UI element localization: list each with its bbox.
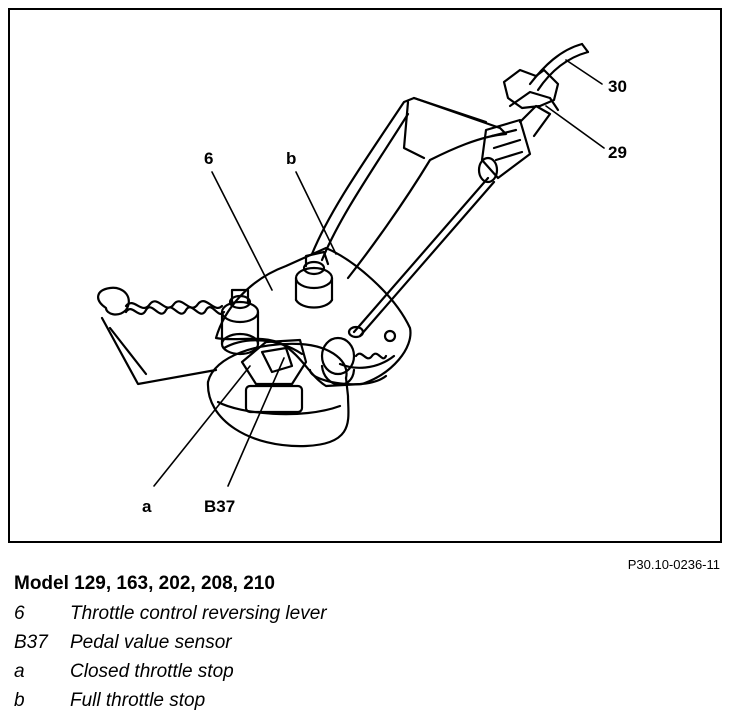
legend-text: Throttle control reversing lever	[70, 603, 327, 624]
sensor-body	[206, 376, 350, 448]
leader-29	[545, 105, 605, 149]
diagram-figure: 30 29 6 b a B37	[8, 8, 722, 543]
caption: Model 129, 163, 202, 208, 210 6 Throttle…	[14, 573, 714, 715]
callout-b: b	[286, 149, 297, 168]
legend-key: b	[14, 690, 25, 711]
legend-item: B37 Pedal value sensor	[14, 628, 714, 657]
callout-a: a	[142, 497, 152, 516]
legend-text: Full throttle stop	[70, 690, 206, 711]
full-throttle-stop-post	[294, 266, 334, 290]
small-spring	[354, 352, 388, 360]
legend-item: b Full throttle stop	[14, 686, 714, 715]
leader-a	[153, 365, 251, 487]
sensor-label-window	[244, 384, 304, 414]
legend-key: a	[14, 661, 25, 682]
return-spring	[124, 306, 226, 316]
throttle-linkage-drawing	[97, 42, 605, 487]
sensor-top-rim	[206, 342, 348, 384]
callout-B37: B37	[204, 497, 236, 516]
legend-text: Pedal value sensor	[70, 632, 232, 653]
spring-bracket	[97, 286, 130, 316]
legend-key: 6	[14, 603, 25, 624]
plate-hole	[383, 329, 397, 343]
leader-30	[565, 59, 603, 85]
leader-6	[211, 171, 273, 291]
sensor-band	[216, 400, 342, 416]
caption-title: Model 129, 163, 202, 208, 210	[14, 573, 275, 594]
leader-B37	[227, 357, 285, 487]
callout-30: 30	[608, 77, 627, 96]
cable-30	[528, 42, 584, 86]
figure-reference: P30.10-0236-11	[627, 557, 720, 572]
closed-throttle-stop-post	[320, 336, 356, 376]
upper-bracket	[310, 96, 508, 280]
connector-29	[480, 118, 532, 180]
legend-item: 6 Throttle control reversing lever	[14, 599, 714, 628]
callout-6: 6	[204, 149, 214, 168]
leader-b	[295, 171, 337, 255]
legend-text: Closed throttle stop	[70, 661, 234, 682]
legend-item: a Closed throttle stop	[14, 657, 714, 686]
control-rod	[352, 176, 490, 334]
callout-29: 29	[608, 143, 627, 162]
sensor-plug	[240, 338, 308, 386]
legend-key: B37	[14, 632, 48, 653]
